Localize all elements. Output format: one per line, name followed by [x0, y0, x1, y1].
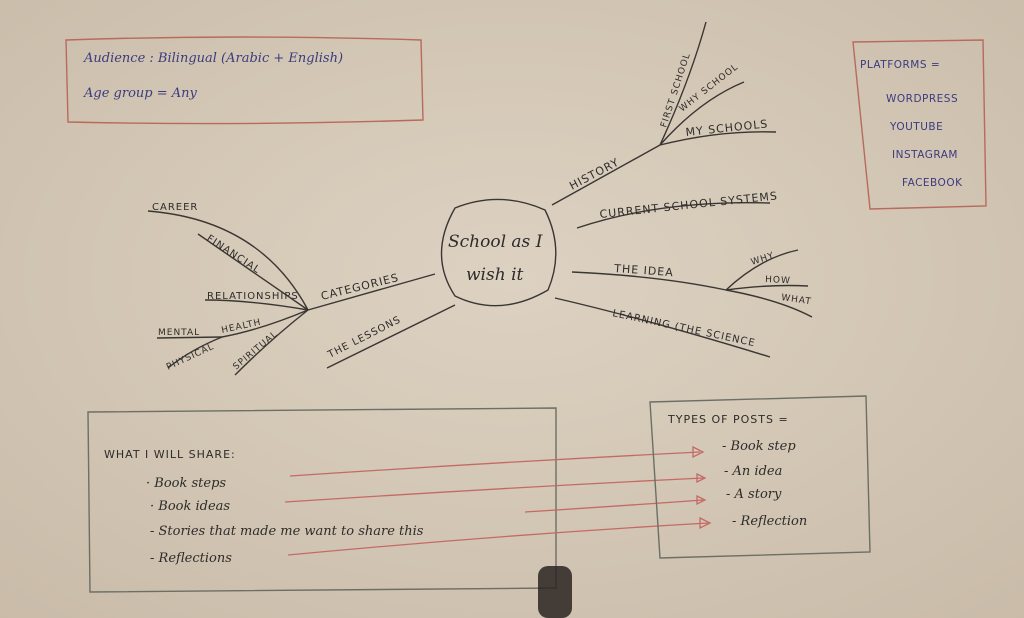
audience-box: Audience : Bilingual (Arabic + English) …	[65, 36, 424, 125]
posts-title: TYPES OF POSTS =	[667, 413, 789, 426]
platform-youtube: YOUTUBE	[889, 121, 943, 133]
platform-instagram: INSTAGRAM	[892, 149, 958, 161]
share-item-reflections: - Reflections	[150, 551, 232, 566]
platforms-title: PLATFORMS =	[860, 59, 940, 71]
platform-wordpress: WORDPRESS	[886, 93, 958, 105]
branch-how: HOW	[765, 275, 791, 286]
share-item-stories: - Stories that made me want to share thi…	[150, 524, 424, 539]
post-type-a-story: - A story	[726, 487, 782, 502]
posts-box: TYPES OF POSTS = - Book step - An idea -…	[649, 395, 871, 559]
branch-career: CAREER	[152, 202, 198, 213]
post-type-book-step: - Book step	[722, 439, 796, 454]
branch-what: WHAT	[781, 293, 813, 307]
connector-arrows	[284, 445, 712, 556]
share-title: WHAT I WILL SHARE:	[104, 448, 236, 461]
center-title-line1: School as I	[448, 232, 543, 252]
branch-the-idea: THE IDEA	[613, 262, 674, 279]
share-item-book-ideas: · Book ideas	[150, 499, 230, 514]
post-type-an-idea: - An idea	[724, 464, 782, 479]
post-type-reflection: - Reflection	[732, 514, 807, 529]
shadow	[538, 566, 572, 618]
share-item-book-steps: · Book steps	[146, 476, 226, 491]
platforms-box: PLATFORMS = WORDPRESS YOUTUBE INSTAGRAM …	[852, 39, 987, 210]
platform-facebook: FACEBOOK	[902, 177, 963, 189]
audience-text: Audience : Bilingual (Arabic + English)	[83, 51, 343, 66]
center-title-line2: wish it	[466, 265, 524, 285]
center-node	[440, 198, 557, 307]
branch-relationships: RELATIONSHIPS	[207, 291, 299, 302]
age-group-text: Age group = Any	[83, 86, 198, 101]
share-box: WHAT I WILL SHARE: · Book steps · Book i…	[87, 407, 557, 593]
branch-mental: MENTAL	[158, 328, 200, 338]
